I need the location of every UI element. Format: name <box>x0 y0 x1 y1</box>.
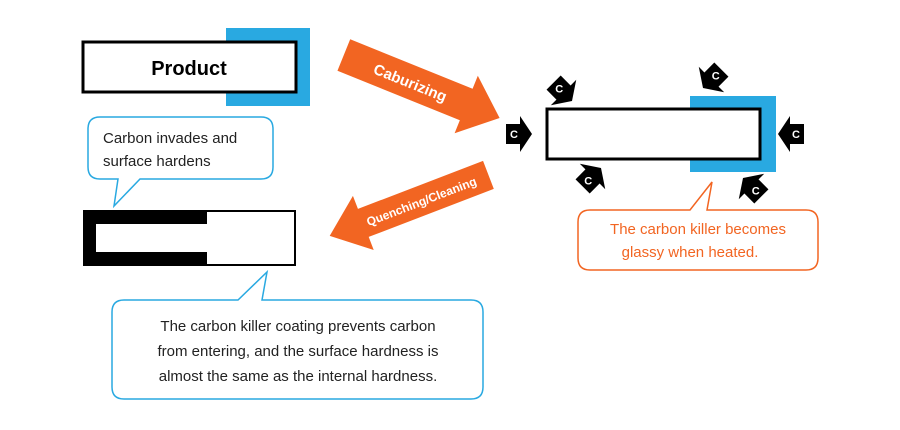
product-piece: Product <box>81 28 310 106</box>
heated-piece <box>545 96 776 172</box>
carbon-arrow-left: C <box>506 116 532 152</box>
carbon-arrow-bottom-left: C <box>575 163 606 194</box>
hardened-surface-layer <box>83 210 207 266</box>
carbon-symbol: C <box>584 176 592 188</box>
callout-glassy-line2: glassy when heated. <box>622 244 759 261</box>
callout-carbon-invades-line1: Carbon invades and <box>103 130 237 147</box>
callout-carbon-invades: Carbon invades and surface hardens <box>87 116 274 209</box>
carbon-arrow-top-left: C <box>546 75 577 106</box>
carbon-arrow-right: C <box>778 116 804 152</box>
heated-product-box <box>545 107 762 161</box>
carbon-arrows: C C C C C C <box>506 62 804 204</box>
quenching-arrow-shape <box>329 160 494 250</box>
carbon-symbol: C <box>712 70 720 82</box>
quenched-piece <box>83 210 296 266</box>
callout-glassy: The carbon killer becomes glassy when he… <box>577 181 819 271</box>
product-box <box>81 40 298 94</box>
carbon-symbol: C <box>555 83 563 95</box>
callout-glassy-line1: The carbon killer becomes <box>610 221 786 238</box>
carbon-arrow-bottom-right: C <box>738 173 769 204</box>
carbon-symbol: C <box>510 129 518 141</box>
carbon-symbol: C <box>792 129 800 141</box>
carburizing-arrow: Caburizing <box>337 39 500 134</box>
quenching-arrow: Quenching/Cleaning <box>329 160 494 250</box>
carbon-arrow-top-right: C <box>698 62 729 93</box>
callout-coating: The carbon killer coating prevents carbo… <box>111 269 484 400</box>
callout-carbon-invades-line2: surface hardens <box>103 153 211 170</box>
carbon-symbol: C <box>752 186 760 198</box>
callout-coating-line3: almost the same as the internal hardness… <box>159 368 437 385</box>
callout-coating-line1: The carbon killer coating prevents carbo… <box>160 318 435 335</box>
carburizing-arrow-shape <box>337 39 500 134</box>
callout-coating-line2: from entering, and the surface hardness … <box>158 343 439 360</box>
product-label: Product <box>151 58 227 80</box>
